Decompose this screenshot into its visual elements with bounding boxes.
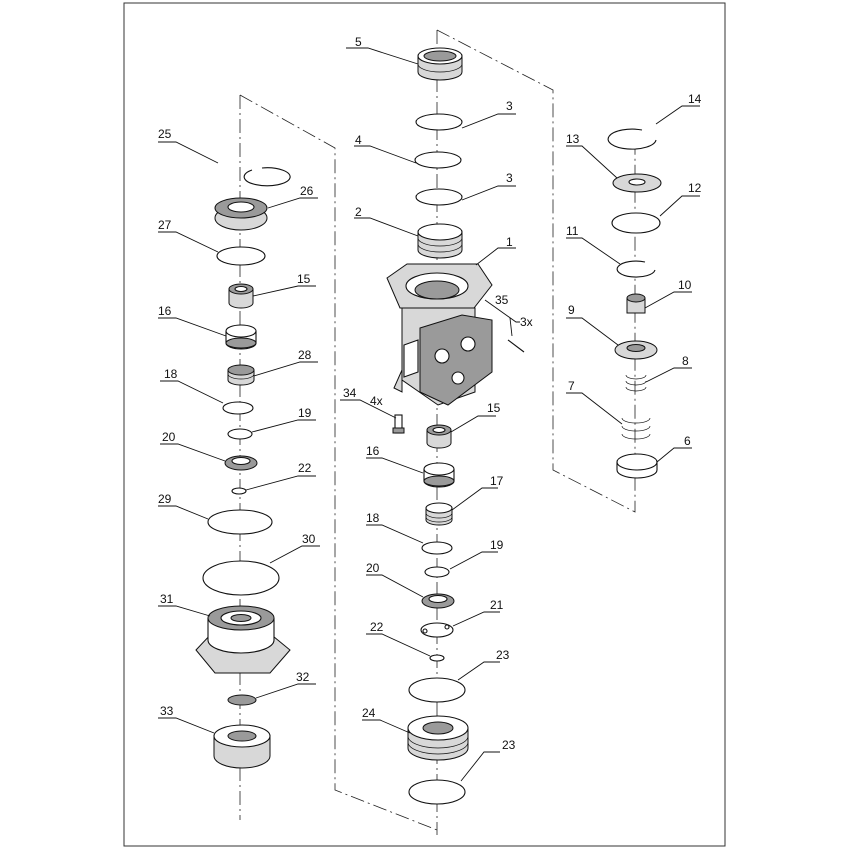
callout-12: 12 xyxy=(688,181,702,195)
callout-34: 34 xyxy=(343,386,357,400)
callout-18-left: 18 xyxy=(164,367,178,381)
callout-20-center: 20 xyxy=(366,561,380,575)
part-9-valve-seat xyxy=(614,340,658,360)
part-21-retainer xyxy=(420,622,454,638)
callout-17: 17 xyxy=(490,474,504,488)
callout-11: 11 xyxy=(566,224,579,238)
part-12-seal-ring xyxy=(611,212,661,234)
part-15-bearing-left xyxy=(228,283,254,309)
part-28-spring-seat xyxy=(227,364,255,386)
part-13-spring-plate xyxy=(612,173,662,193)
callout-14: 14 xyxy=(688,92,702,106)
callout-3-lower: 3 xyxy=(506,171,513,185)
callout-16-left: 16 xyxy=(158,304,172,318)
callout-19-center: 19 xyxy=(490,538,504,552)
part-24-end-cap xyxy=(407,715,469,761)
callout-32: 32 xyxy=(296,670,310,684)
part-4-ring xyxy=(414,151,462,169)
part-16-sleeve-center xyxy=(423,462,455,488)
callout-25: 25 xyxy=(158,127,172,141)
callout-labels: 5 3 4 3 2 1 35 3x 34 4x 15 16 17 18 19 2… xyxy=(158,35,702,752)
part-23-o-ring-upper xyxy=(408,677,466,703)
callout-15-center: 15 xyxy=(487,401,501,415)
part-18-ring-center xyxy=(421,541,453,555)
callout-20-left: 20 xyxy=(162,430,176,444)
part-8-spring-small xyxy=(625,374,647,392)
part-20-seal-center xyxy=(421,593,455,609)
part-20-seal-left xyxy=(224,455,258,471)
part-29-o-ring xyxy=(207,509,273,535)
part-17-spring xyxy=(425,502,453,526)
part-11-snap-ring xyxy=(616,260,656,278)
callout-15-left: 15 xyxy=(297,272,311,286)
callout-5: 5 xyxy=(355,35,362,49)
part-23-o-ring-lower xyxy=(408,779,466,805)
callout-24: 24 xyxy=(362,706,376,720)
callout-4: 4 xyxy=(355,133,362,147)
callout-22-left: 22 xyxy=(298,461,312,475)
part-3-ring-lower xyxy=(415,188,463,206)
part-35-pins xyxy=(507,339,525,353)
part-5-bearing-ring xyxy=(417,47,463,81)
part-15-bearing-center xyxy=(426,424,452,449)
part-19-ring-left xyxy=(227,428,253,440)
part-22-washer-left xyxy=(231,487,247,495)
part-33-nut xyxy=(213,724,271,769)
callout-18-center: 18 xyxy=(366,511,380,525)
part-6-ring xyxy=(616,453,658,479)
callout-30: 30 xyxy=(302,532,316,546)
callout-26: 26 xyxy=(300,184,314,198)
part-22-washer-center xyxy=(429,654,445,662)
callout-3-upper: 3 xyxy=(506,99,513,113)
callout-28: 28 xyxy=(298,348,312,362)
part-19-ring-center xyxy=(424,566,450,578)
drawing-border xyxy=(123,2,726,847)
part-18-ring-left xyxy=(222,401,254,415)
callout-27: 27 xyxy=(158,218,172,232)
callout-33: 33 xyxy=(160,704,174,718)
callout-16-center: 16 xyxy=(366,444,380,458)
quantity-34: 4x xyxy=(370,394,383,408)
callout-23-lower: 23 xyxy=(502,738,516,752)
callout-19-left: 19 xyxy=(298,406,312,420)
part-25-retaining-ring xyxy=(243,167,291,187)
callout-2: 2 xyxy=(355,205,362,219)
part-3-ring-upper xyxy=(415,113,463,131)
part-14-snap-ring xyxy=(607,128,657,150)
callout-1: 1 xyxy=(506,235,513,249)
part-10-valve-pin xyxy=(626,293,646,314)
part-31-cover-flange xyxy=(195,605,291,674)
callout-9: 9 xyxy=(568,303,575,317)
quantity-35: 3x xyxy=(520,315,533,329)
part-30-o-ring xyxy=(202,560,280,596)
part-2-spring xyxy=(417,223,463,259)
part-16-sleeve-left xyxy=(225,324,257,350)
callout-8: 8 xyxy=(682,354,689,368)
callout-29: 29 xyxy=(158,492,172,506)
part-27-o-ring xyxy=(216,246,266,266)
callout-35: 35 xyxy=(495,293,509,307)
callout-6: 6 xyxy=(684,434,691,448)
part-32-filter-disc xyxy=(227,694,257,706)
callout-21: 21 xyxy=(490,598,504,612)
part-1-housing xyxy=(386,263,493,406)
callout-31: 31 xyxy=(160,592,174,606)
part-34-bolts xyxy=(392,414,405,434)
leader-lines xyxy=(158,47,700,782)
part-26-bearing-cap xyxy=(214,197,268,231)
part-7-spring-large xyxy=(621,417,651,440)
callout-7: 7 xyxy=(568,379,575,393)
callout-22-center: 22 xyxy=(370,620,384,634)
callout-13: 13 xyxy=(566,132,580,146)
callout-10: 10 xyxy=(678,278,692,292)
callout-23-upper: 23 xyxy=(496,648,510,662)
